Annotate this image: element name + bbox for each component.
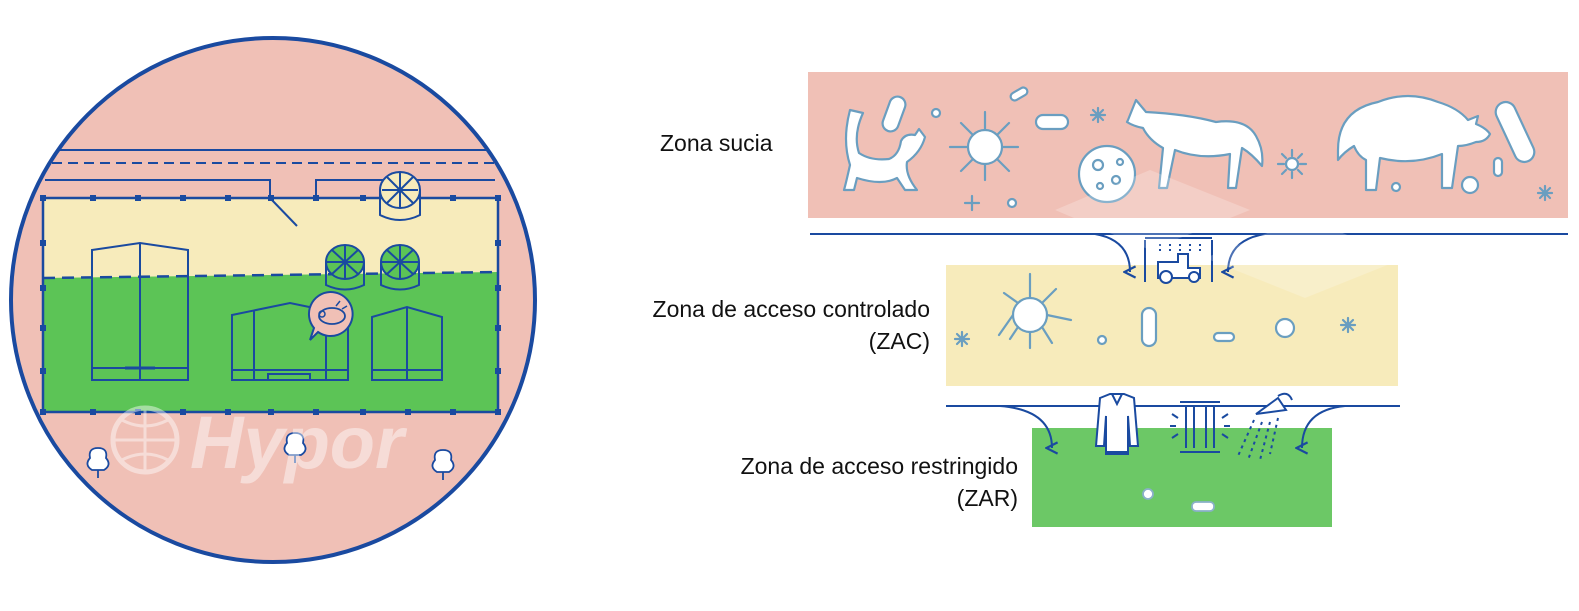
zone-label-dirty: Zona sucia (660, 130, 773, 156)
bacteria-icon (1096, 334, 1108, 346)
farm-controlled-area (43, 198, 498, 278)
farm-plan-border (9, 36, 537, 564)
watermark-text: Hypor (190, 401, 408, 484)
bacteria-icon (1077, 144, 1137, 204)
silo-icon (380, 244, 420, 291)
fence-posts (40, 195, 501, 415)
hypor-watermark: Hypor (110, 401, 408, 484)
arrow-into-restricted-left (999, 405, 1052, 448)
virus-icon (1536, 184, 1554, 202)
farm-plan-circle: Hypor (9, 36, 537, 564)
zone-label-restricted-line1: Zona de acceso restringido (740, 453, 1018, 479)
silo-icon (325, 244, 365, 291)
bacteria-icon (1274, 317, 1296, 339)
arrow-into-controlled-left (1094, 233, 1130, 272)
virus-icon (953, 330, 971, 348)
bacteria-icon (930, 107, 942, 119)
bacteria-icon (1212, 331, 1236, 343)
silo-icon (379, 171, 421, 221)
bacteria-icon (881, 95, 907, 133)
barn-icon (371, 305, 443, 381)
bacteria-icon (1492, 156, 1504, 178)
brand-watermark (1055, 170, 1405, 298)
cat-icon (842, 108, 927, 192)
bacteria-icon (1460, 175, 1480, 195)
virus-icon (997, 272, 1073, 350)
bacteria-icon (1140, 306, 1158, 348)
tractor-wash-icon (1144, 237, 1213, 284)
uv-lamp-icon (1170, 401, 1230, 453)
virus-icon (1284, 156, 1300, 172)
coverall-icon (1094, 393, 1140, 455)
restricted-zone-strip (1032, 428, 1332, 527)
bacteria-icon (1034, 113, 1070, 131)
tree-icon (283, 432, 307, 463)
virus-icon (948, 110, 1020, 182)
arrow-into-restricted-right (1302, 405, 1346, 448)
bacteria-icon (1009, 86, 1029, 102)
zone-label-restricted-line2: (ZAR) (956, 485, 1018, 511)
farm-restricted-area (43, 272, 498, 412)
bacteria-icon (1494, 100, 1536, 164)
wild-boar-icon (1336, 94, 1492, 192)
arrow-into-controlled-right (1228, 233, 1266, 272)
virus-icon (1089, 106, 1107, 124)
bacteria-icon (1142, 488, 1154, 500)
barn-icon (231, 301, 349, 381)
bacteria-icon (1390, 181, 1402, 193)
zone-label-controlled-line2: (ZAC) (868, 328, 930, 354)
tree-icon (86, 447, 110, 478)
zone-label-restricted: Zona de acceso restringido (ZAR) (690, 450, 1018, 514)
zone-label-controlled: Zona de acceso controlado (ZAC) (600, 293, 930, 357)
shower-icon (1237, 392, 1293, 461)
tree-icon (431, 449, 455, 480)
virus-icon (1339, 316, 1357, 334)
bacteria-icon (1006, 197, 1018, 209)
zone-label-controlled-line1: Zona de acceso controlado (652, 296, 930, 322)
bacteria-icon (1191, 501, 1215, 512)
fox-icon (1125, 98, 1264, 190)
barn-icon (91, 241, 189, 381)
virus-icon (963, 194, 981, 212)
pig-badge-icon (307, 290, 354, 341)
